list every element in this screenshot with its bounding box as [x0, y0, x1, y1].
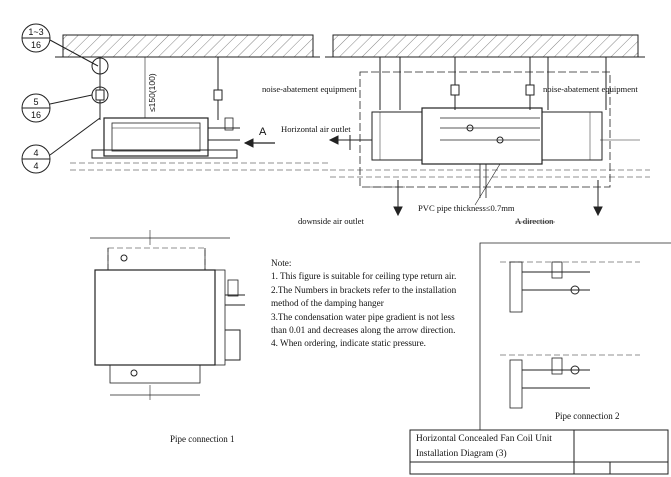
- pipe-connection-2-label: Pipe connection 2: [555, 411, 620, 421]
- callout-1-3-top: 1~3: [28, 27, 44, 37]
- callout-1-3-bottom: 16: [30, 40, 41, 50]
- noise-abatement-right-label: noise-abatement equipment: [543, 84, 638, 94]
- section-marker-a: A: [259, 126, 267, 138]
- noise-abatement-left-label: noise-abatement equipment: [262, 84, 357, 94]
- note-line-2: 2.The Numbers in brackets refer to the i…: [271, 284, 457, 295]
- horizontal-air-outlet-label: Horizontal air outlet: [281, 124, 351, 134]
- left-fan-coil-unit: [70, 56, 330, 171]
- a-direction-label: A direction: [515, 216, 554, 226]
- section-arrow-a: [243, 138, 275, 148]
- note-line-1: 1. This figure is suitable for ceiling t…: [271, 271, 457, 282]
- downside-air-outlet-label: downside air outlet: [298, 216, 364, 226]
- notes-block: Note: 1. This figure is suitable for cei…: [271, 257, 456, 351]
- right-ceiling-slab: [325, 34, 645, 58]
- right-hanger-rods: [379, 57, 607, 110]
- title-line-1: Horizontal Concealed Fan Coil Unit: [416, 434, 552, 444]
- callout-4-bottom: 4: [33, 161, 39, 171]
- note-line-6: 4. When ordering, indicate static pressu…: [271, 338, 426, 349]
- note-line-5: than 0.01 and decreases along the arrow …: [271, 325, 456, 336]
- title-block: Horizontal Concealed Fan Coil Unit Insta…: [410, 430, 574, 472]
- title-line-2: Installation Diagram (3): [416, 449, 507, 459]
- leader-lines: [474, 163, 555, 223]
- pipe-connection-2-frame: [479, 242, 671, 430]
- pipe-connection-1-label: Pipe connection 1: [170, 434, 235, 444]
- note-line-4: 3.The condensation water pipe gradient i…: [271, 311, 455, 322]
- title-block-frame: [409, 429, 669, 475]
- right-duct-assembly: [330, 71, 650, 198]
- flow-arrows: [328, 135, 603, 217]
- left-ceiling-slab: [55, 34, 320, 58]
- left-hanger-rods: [91, 57, 223, 120]
- notes-heading: Note:: [271, 258, 292, 268]
- callout-5-bottom: 16: [30, 110, 41, 120]
- plan-view-unit: [90, 230, 245, 400]
- callout-4-top: 4: [33, 148, 39, 158]
- note-line-3: method of the damping hanger: [271, 298, 384, 309]
- pvc-pipe-thickness-label: PVC pipe thickness≤0.7mm: [418, 203, 515, 213]
- hanger-dimension-label: ≤150(100): [147, 73, 157, 112]
- callout-5-top: 5: [33, 97, 39, 107]
- callout-bubbles: [21, 23, 101, 174]
